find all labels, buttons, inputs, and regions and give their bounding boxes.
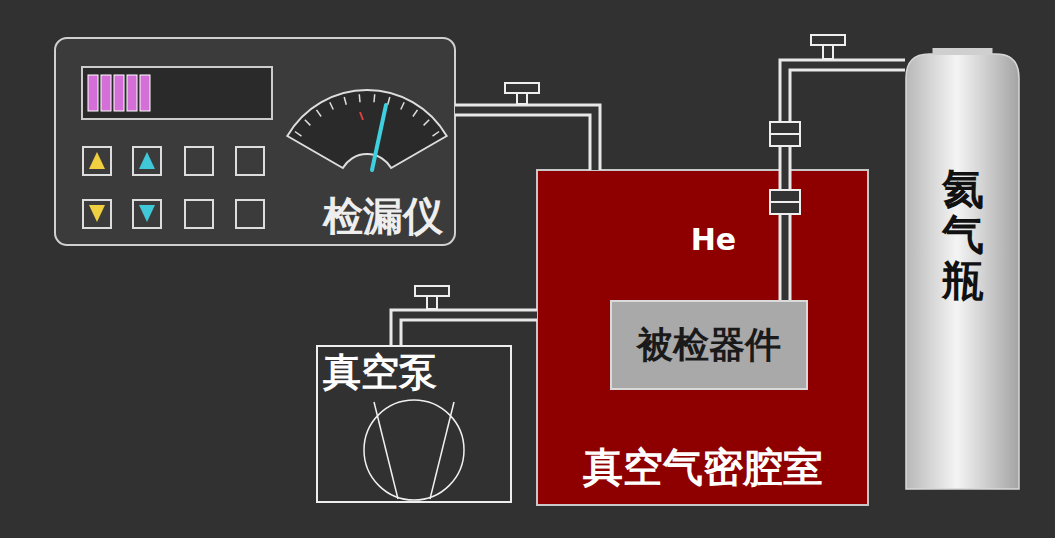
pipe-wall [396, 315, 537, 345]
pump-label: 真空泵 [323, 350, 510, 396]
leak-detector: 检漏仪 [55, 38, 455, 245]
down-arrow-symbol [89, 205, 105, 222]
gauge-needle [372, 105, 386, 170]
gas-label: He [691, 222, 736, 258]
pipe-coupling [770, 122, 800, 146]
cylinder-cap [933, 48, 993, 55]
gauge-ticks [295, 94, 439, 136]
gauge-dial [287, 90, 446, 168]
pipe-bore [785, 65, 905, 300]
pump-symbol-line [430, 402, 454, 499]
gauge-mark [360, 112, 363, 120]
panel-buttons [83, 147, 264, 228]
chamber-label: 真空气密腔室 [583, 443, 823, 491]
helium-cylinder: 氦气瓶 [905, 48, 1020, 490]
valve-symbol [811, 35, 845, 59]
up-arrow-symbol [139, 152, 155, 169]
display-window [82, 67, 272, 119]
pump-rotor-symbol [364, 400, 464, 500]
part-label: 被检器件 [637, 323, 781, 366]
chamber-body [537, 170, 868, 505]
display-bars [88, 75, 150, 111]
test-part-box: 被检器件 [610, 300, 808, 390]
cylinder-label: 氦气瓶 [942, 166, 984, 305]
pipe [455, 110, 595, 170]
detector-panel [55, 38, 455, 245]
vacuum-chamber: He 真空气密腔室 被检器件 [537, 170, 868, 505]
up-arrow-symbol [89, 152, 105, 169]
pipe-wall [785, 65, 905, 300]
device-label: 检漏仪 [323, 192, 443, 240]
pipe [396, 315, 537, 345]
valve-symbol [505, 83, 539, 104]
pipe [785, 65, 905, 300]
pipe-bore [396, 315, 537, 345]
pipe-coupling [770, 190, 800, 214]
down-arrow-symbol [139, 205, 155, 222]
valve-symbol [415, 286, 449, 309]
pipe-bore [455, 110, 595, 170]
pump-symbol-line [374, 402, 398, 499]
pipe-wall [455, 110, 595, 170]
vacuum-pump: 真空泵 [316, 345, 512, 503]
cylinder-body [906, 54, 1019, 489]
